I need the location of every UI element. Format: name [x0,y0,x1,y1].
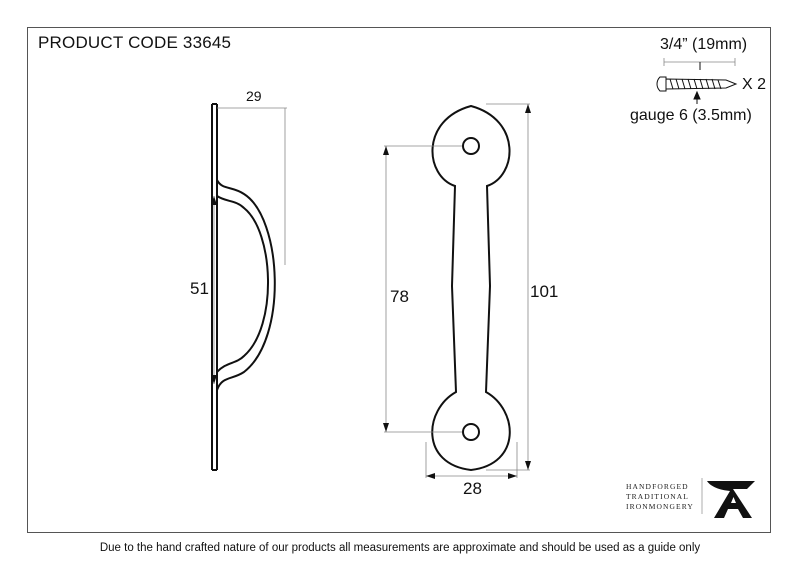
brand-line-2: TRADITIONAL [626,492,689,501]
dimension-front-total: 101 [530,282,559,301]
product-code: PRODUCT CODE 33645 [38,33,232,52]
screw-gauge-label: gauge 6 (3.5mm) [630,107,752,124]
dimension-side-height: 51 [190,279,209,298]
dimension-front-inner: 78 [390,287,409,306]
brand-line-1: HANDFORGED [626,482,689,491]
screw-count-label: X 2 [742,76,767,93]
footer-disclaimer: Due to the hand crafted nature of our pr… [99,542,701,554]
screw-illustration [656,58,738,104]
front-view-arrows [383,104,531,479]
screw-length-label: 3/4” (19mm) [660,36,748,53]
side-view-arrows [211,196,217,384]
dimension-front-width: 28 [463,479,482,498]
brand-text: HANDFORGED TRADITIONAL IRONMONGERY [626,482,694,512]
brand-line-3: IRONMONGERY [626,502,694,511]
front-view-dimension-lines [384,103,530,478]
dimension-side-depth: 29 [246,88,262,104]
drawing-frame [27,27,771,533]
anvil-a-logo-icon [701,478,755,518]
front-view-handle [431,104,511,472]
side-view-dimension-lines [213,107,287,384]
side-view-handle [211,103,276,471]
